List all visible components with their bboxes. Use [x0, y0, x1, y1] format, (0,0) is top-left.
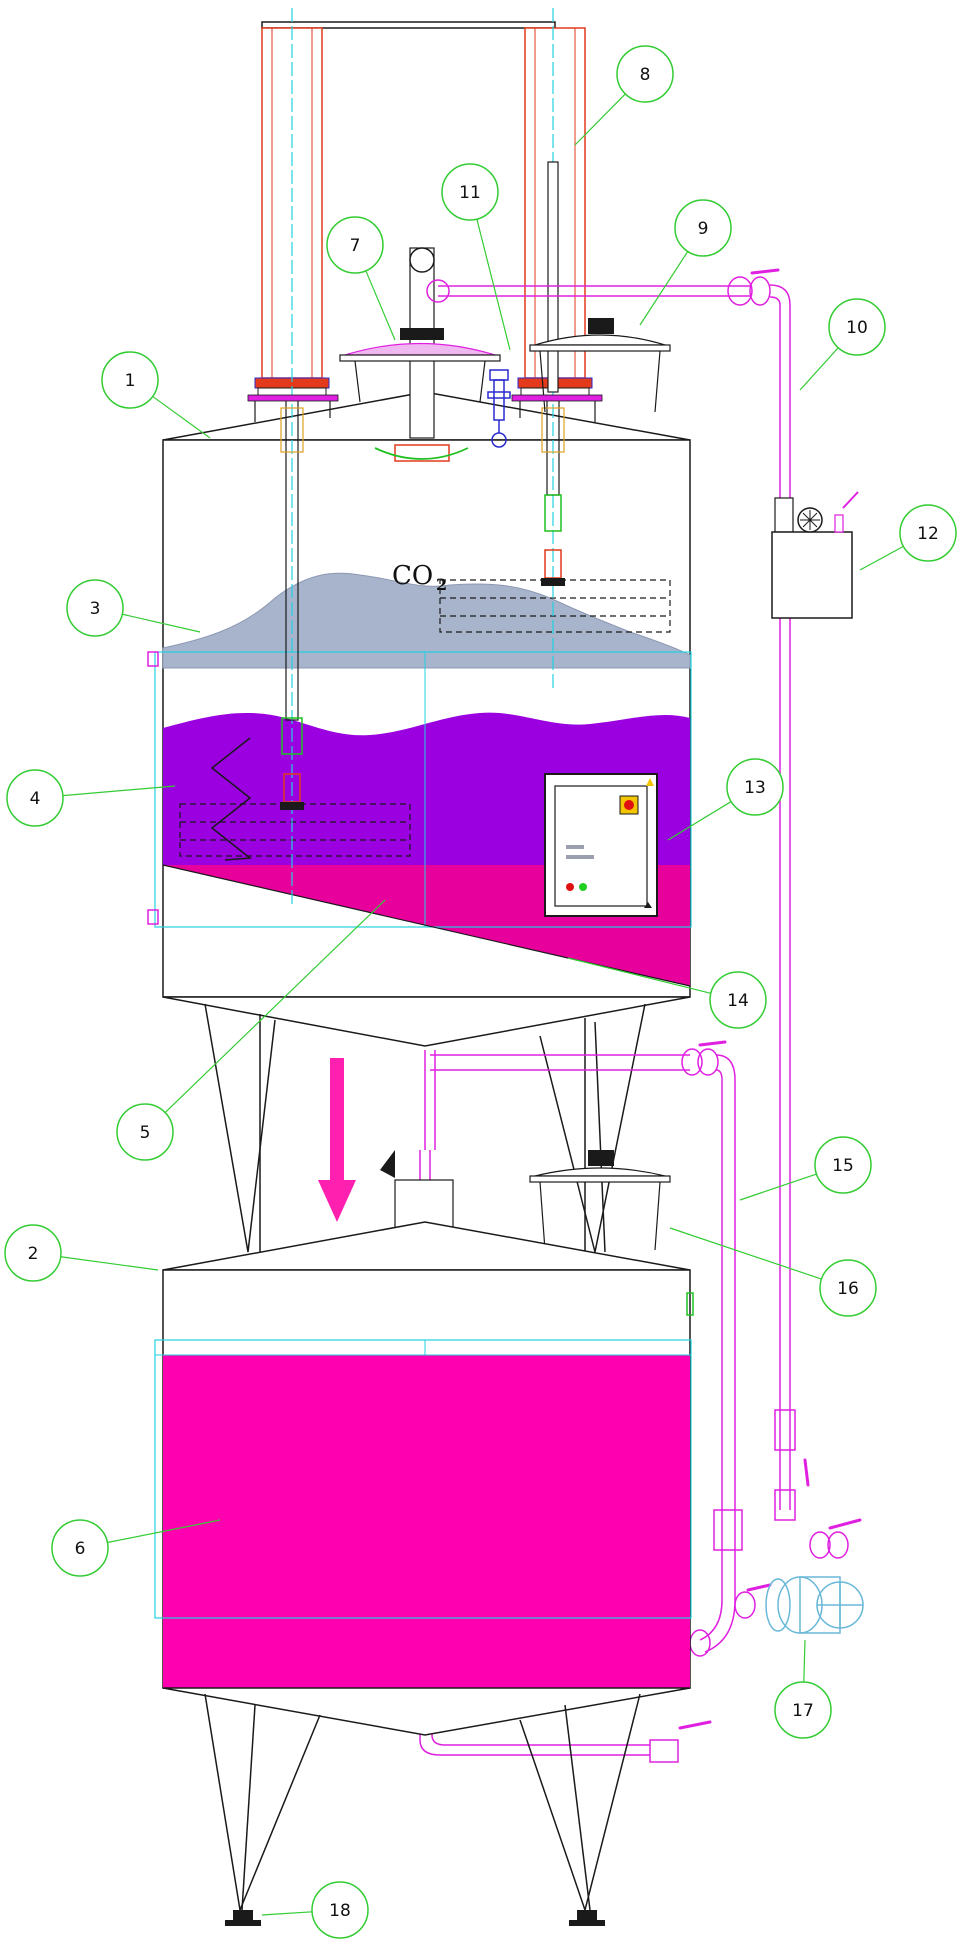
- callout-leader-11: [476, 218, 511, 351]
- warning-triangle-icon: [646, 778, 654, 786]
- lower-tank-roof: [162, 1221, 691, 1271]
- callout-label-1: 1: [125, 371, 136, 391]
- callout-circle-3: [66, 579, 124, 637]
- callout-label-14: 14: [727, 991, 749, 1011]
- pressure-relief-valve: [487, 369, 511, 448]
- jacket-port-top: [147, 651, 159, 667]
- callout-circle-2: [4, 1224, 62, 1282]
- wine-liquid: [163, 1355, 690, 1688]
- callout-leader-12: [859, 545, 904, 571]
- callout-leader-18: [261, 1911, 313, 1916]
- callout-circle-15: [814, 1136, 872, 1194]
- callout-leaders: [60, 93, 904, 1916]
- control-panel: [544, 773, 658, 917]
- callout-label-17: 17: [792, 1701, 814, 1721]
- callout-label-13: 13: [744, 778, 766, 798]
- callout-label-5: 5: [140, 1123, 151, 1143]
- top-structure: [247, 8, 671, 905]
- callout-label-18: 18: [329, 1901, 351, 1921]
- callout-circle-1: [101, 351, 159, 409]
- callout-leader-8: [574, 93, 626, 146]
- callout-label-7: 7: [350, 236, 361, 256]
- dosing-unit: [771, 491, 859, 619]
- callout-circle-7: [326, 216, 384, 274]
- callout-circle-5: [116, 1103, 174, 1161]
- callout-label-11: 11: [459, 183, 481, 203]
- callout-label-15: 15: [832, 1156, 854, 1176]
- upper-tank-legs: [204, 1003, 646, 1253]
- upper-tank-cone: [162, 996, 691, 1047]
- callout-label-6: 6: [75, 1539, 86, 1559]
- callout-circle-16: [819, 1259, 877, 1317]
- callout-leader-1: [152, 395, 211, 439]
- callout-label-10: 10: [846, 318, 868, 338]
- cooling-jacket: [154, 651, 692, 928]
- lower-cooling-jacket: [154, 1339, 692, 1619]
- callout-label-9: 9: [698, 219, 709, 239]
- flow-arrow: [318, 1058, 356, 1222]
- callout-label-12: 12: [917, 524, 939, 544]
- gas-inlet-tube: [547, 161, 559, 393]
- red-indicator-light: [566, 883, 574, 891]
- callout-leader-5: [164, 899, 386, 1113]
- lower-tank-cone: [162, 1687, 691, 1736]
- callout-leader-17: [803, 1639, 806, 1683]
- lower-tank: [154, 1221, 694, 1736]
- emergency-stop-icon: [624, 800, 634, 810]
- callout-circle-14: [709, 971, 767, 1029]
- top-beam: [261, 21, 556, 29]
- callout-circle-10: [828, 298, 886, 356]
- callout-circle-13: [726, 758, 784, 816]
- callout-label-3: 3: [90, 599, 101, 619]
- co2-subscript: 2: [436, 575, 447, 594]
- callout-leader-15: [739, 1173, 817, 1201]
- callout-circle-6: [51, 1519, 109, 1577]
- callout-circle-8: [616, 45, 674, 103]
- callout-label-8: 8: [640, 65, 651, 85]
- manhole-lid-right: [529, 318, 671, 413]
- co2-label: CO: [392, 561, 433, 591]
- valve-handles: [678, 268, 862, 1730]
- callout-leader-7: [365, 270, 396, 341]
- transfer-pump: [765, 1576, 864, 1634]
- green-indicator-light: [579, 883, 587, 891]
- heat-exchanger-coil: [210, 737, 252, 861]
- callout-circle-4: [6, 769, 64, 827]
- callout-leader-6: [107, 1519, 221, 1544]
- callout-leader-4: [62, 785, 176, 797]
- callout-leader-14: [567, 957, 711, 994]
- callout-leader-2: [60, 1256, 159, 1271]
- callout-leader-16: [669, 1227, 822, 1280]
- callout-leader-9: [639, 251, 689, 326]
- callout-label-16: 16: [837, 1279, 859, 1299]
- jacket-port-bottom: [147, 909, 159, 925]
- lower-tank-top-fittings: [380, 1150, 671, 1251]
- callout-circle-11: [441, 163, 499, 221]
- callout-leader-3: [122, 613, 201, 633]
- leg-feet: [225, 1910, 605, 1926]
- upper-tank: CO 2: [147, 391, 692, 1047]
- callout-circle-18: [311, 1881, 369, 1939]
- callout-label-2: 2: [28, 1244, 39, 1264]
- callout-circle-17: [774, 1681, 832, 1739]
- callout-leader-13: [667, 801, 732, 841]
- piping: [344, 276, 849, 1763]
- callout-leader-10: [799, 347, 839, 391]
- manhole-lid-left: [339, 342, 501, 403]
- callout-label-4: 4: [30, 789, 41, 809]
- callout-circle-12: [899, 504, 957, 562]
- callout-circle-9: [674, 199, 732, 257]
